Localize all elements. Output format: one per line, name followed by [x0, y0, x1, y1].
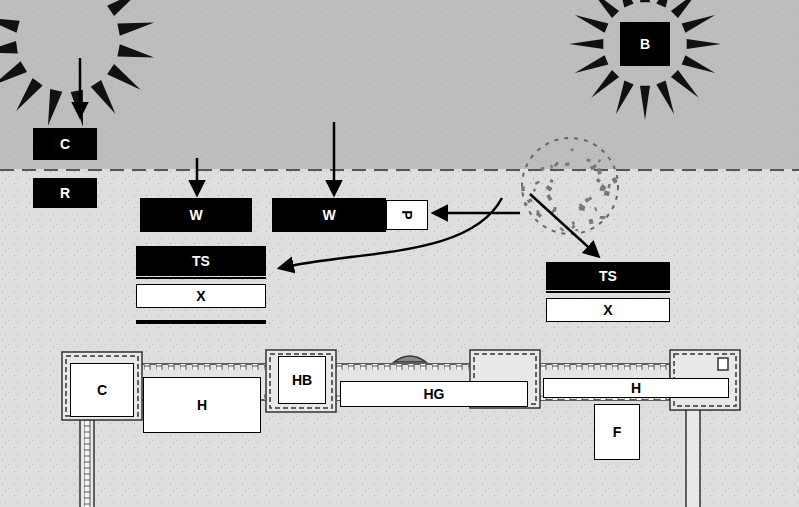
rubble-stone — [521, 186, 525, 191]
rubble-stone — [559, 227, 564, 232]
rubble-stone — [570, 148, 574, 152]
sun-spike — [117, 44, 154, 57]
sun-spike — [640, 86, 650, 120]
box-label: H — [631, 380, 641, 396]
rubble-stone — [596, 178, 601, 183]
sun-spike — [656, 0, 674, 7]
rubble-stone — [535, 180, 540, 185]
rubble-stone — [604, 191, 610, 197]
sun-spike — [0, 41, 18, 53]
unit-box: W — [140, 198, 252, 232]
rubble-stone — [548, 187, 551, 191]
rubble-stone — [546, 194, 552, 201]
box-label: B — [640, 36, 650, 52]
rubble-stone — [607, 184, 611, 189]
box-label: F — [613, 424, 622, 440]
box-label: P — [399, 210, 415, 219]
sun-spike — [671, 70, 699, 98]
rubble-stone — [579, 203, 584, 208]
box-label: HB — [292, 372, 312, 388]
sun-spike — [0, 61, 27, 85]
box-label: HG — [424, 386, 445, 402]
sun-spike — [0, 18, 20, 33]
unit-box: R — [33, 178, 97, 208]
box-label: TS — [599, 268, 617, 284]
box-label: H — [197, 397, 207, 413]
sun-spike — [48, 89, 62, 126]
sun-spike — [656, 81, 674, 115]
sun-spike — [107, 0, 141, 16]
rubble-stone — [597, 168, 602, 175]
rubble-stone — [589, 197, 592, 200]
area-box: HG — [340, 381, 528, 407]
rubble-stone — [536, 212, 542, 218]
area-box: F — [594, 404, 640, 460]
area-box: H — [143, 377, 261, 433]
sun-spike — [575, 15, 609, 33]
box-label: C — [60, 136, 70, 152]
rubble-stone — [589, 219, 594, 225]
unit-box: W — [272, 198, 386, 232]
unit-box: TS — [136, 246, 266, 276]
sun-spike — [687, 39, 721, 49]
sun-spike — [616, 81, 634, 115]
sun-spike — [107, 64, 141, 90]
sun-spike — [91, 80, 116, 114]
rubble-stone — [540, 167, 544, 171]
box-label: C — [97, 382, 107, 398]
area-box: HB — [278, 356, 326, 404]
sun-spike — [591, 0, 619, 18]
unit-box: P — [386, 200, 428, 230]
rubble-stone — [600, 184, 607, 191]
box-label: X — [196, 288, 205, 304]
rubble-stone — [524, 202, 528, 206]
rubble-stone — [590, 165, 595, 170]
sun-spike — [682, 55, 716, 73]
box-label: R — [60, 185, 70, 201]
rubble-stone — [571, 225, 575, 229]
rubble-stone — [575, 229, 578, 231]
rubble-stone — [586, 158, 591, 162]
rubble-stone — [533, 188, 537, 192]
area-box: C — [70, 363, 134, 417]
sun-spike — [569, 39, 603, 49]
sun-spike — [16, 78, 43, 111]
box-label: TS — [192, 253, 210, 269]
unit-box: X — [136, 284, 266, 308]
sun-spike — [591, 70, 619, 98]
sun-spike — [117, 23, 154, 36]
sun-spike — [616, 0, 634, 7]
rubble-stone — [554, 161, 559, 167]
rubble-stone — [549, 179, 553, 183]
rubble-stone — [565, 162, 570, 166]
rubble-stone — [611, 177, 617, 184]
unit-box: X — [546, 298, 670, 322]
unit-box: TS — [546, 262, 670, 290]
sun-spike — [682, 15, 716, 33]
rubble-stone — [546, 185, 553, 191]
box-label: X — [603, 302, 612, 318]
unit-box: C — [33, 128, 97, 160]
unit-box: B — [620, 22, 670, 66]
rubble-stone — [553, 207, 557, 212]
sun-spike — [575, 55, 609, 73]
box-label: W — [322, 207, 335, 223]
rubble-stone — [594, 207, 597, 211]
sun-spike — [671, 0, 699, 18]
rubble-stone — [600, 216, 606, 219]
sun-spike — [640, 0, 650, 2]
rubble-stone — [598, 159, 602, 163]
rubble-stone — [527, 198, 533, 203]
box-label: W — [189, 207, 202, 223]
rubble-stone — [550, 165, 553, 169]
rubble-stone — [572, 221, 575, 225]
area-box: H — [543, 378, 729, 398]
